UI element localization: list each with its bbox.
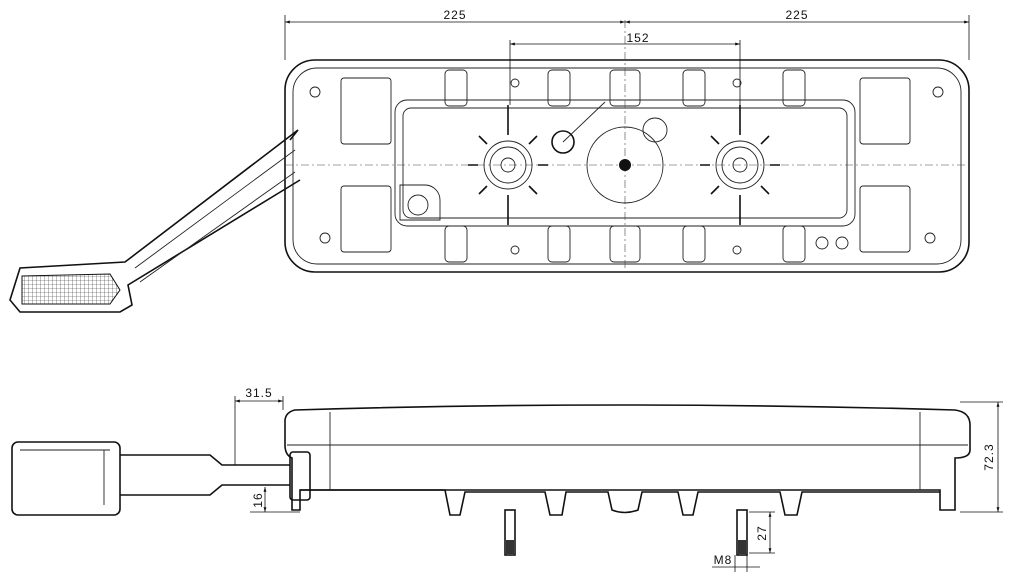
center-boss bbox=[586, 126, 664, 204]
dim-mount-spacing: 152 bbox=[626, 31, 649, 45]
mount-stud-left bbox=[468, 105, 548, 225]
dim-stud-length: 27 bbox=[755, 525, 769, 540]
dim-stud-thread: M8 bbox=[714, 553, 733, 567]
dim-width-right: 225 bbox=[785, 8, 808, 22]
housing-side bbox=[284, 404, 971, 511]
connector bbox=[289, 451, 311, 501]
top-view bbox=[9, 20, 970, 313]
stud-right bbox=[736, 509, 748, 556]
side-view bbox=[11, 404, 971, 556]
dim-arm-height: 16 bbox=[251, 492, 265, 507]
cable-gland bbox=[551, 130, 575, 154]
side-lamp-housing bbox=[11, 441, 121, 516]
dim-width-left: 225 bbox=[443, 8, 466, 22]
reflector-lens bbox=[21, 273, 121, 305]
dim-total-height: 72.3 bbox=[982, 443, 996, 470]
side-dimensions: 31.5 16 72.3 27 M8 bbox=[234, 386, 1003, 572]
stud-left bbox=[504, 509, 516, 556]
housing-outline bbox=[284, 59, 970, 273]
mount-stud-right bbox=[700, 105, 780, 225]
top-dimensions: 225 225 152 bbox=[284, 8, 970, 105]
dim-arm-offset: 31.5 bbox=[245, 386, 272, 400]
side-arm-top bbox=[9, 129, 301, 313]
